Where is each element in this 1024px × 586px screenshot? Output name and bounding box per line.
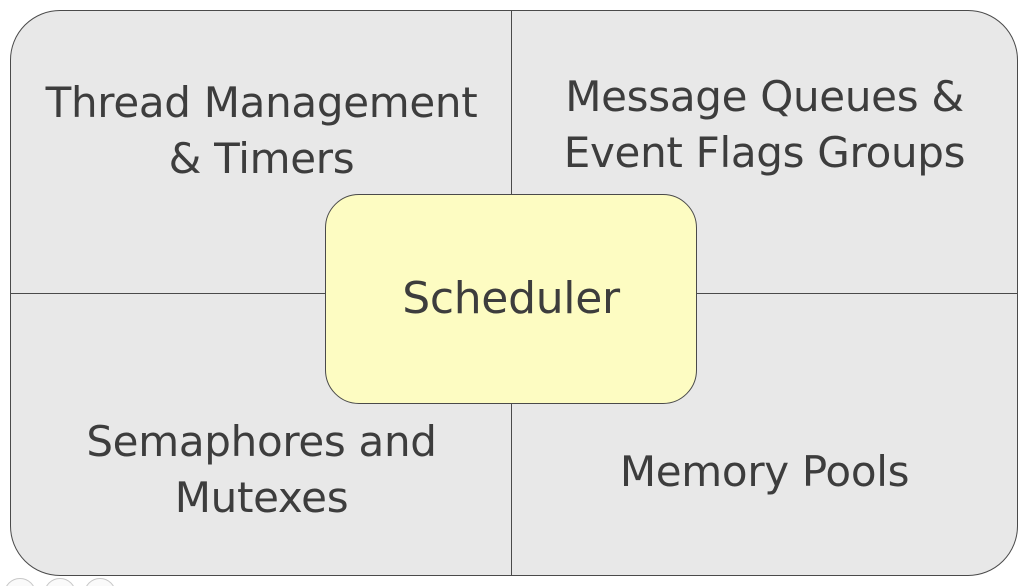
quadrant-label: Memory Pools <box>619 447 910 496</box>
quadrant-label: Thread Management & Timers <box>45 78 478 183</box>
quadrant-label: Semaphores and Mutexes <box>86 417 437 522</box>
scheduler-box: Scheduler <box>325 194 697 404</box>
quadrant-label: Message Queues & Event Flags Groups <box>563 72 966 177</box>
quadrant-thread-management: Thread Management & Timers <box>10 10 513 295</box>
scheduler-label: Scheduler <box>402 272 620 324</box>
control-dot[interactable] <box>84 578 116 586</box>
slide-controls <box>4 578 116 586</box>
control-dot[interactable] <box>44 578 76 586</box>
control-dot[interactable] <box>4 578 36 586</box>
